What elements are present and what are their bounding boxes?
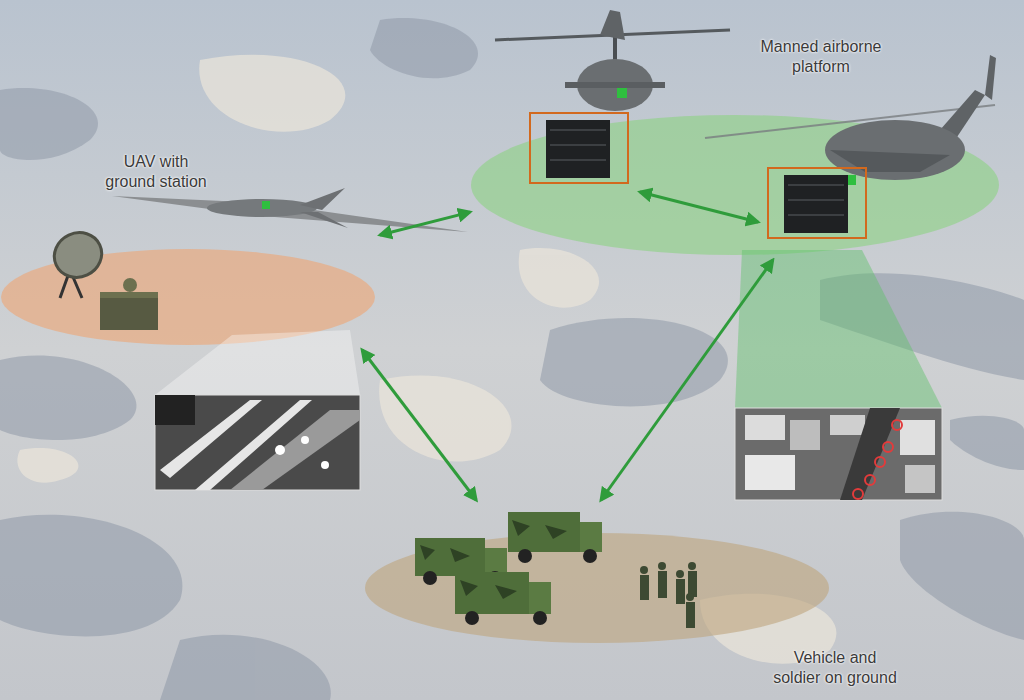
ground-station [47,225,158,330]
data-link-arrow [380,212,470,235]
zone-label: Manned airborne platform [756,37,886,77]
uav [112,188,468,232]
zone-ellipse [471,115,999,255]
zone-label: UAV with ground station [100,152,212,192]
zone-ellipse [365,533,829,643]
soldiers [640,562,697,628]
sensor-cone [155,330,360,395]
thermal-image [155,395,360,490]
terrain-shadows [0,18,1024,700]
truck [455,572,551,625]
zone-ellipse [470,35,1005,260]
sensor-cone [735,250,942,408]
truck [508,512,602,563]
radar-image [735,408,942,500]
zone-ellipse [1,249,375,345]
zone-node: UAV with ground station [0,150,380,350]
helicopter [495,10,730,111]
helicopter [705,55,996,185]
data-link-arrow [362,350,476,500]
radio-unit [768,168,866,238]
data-link-arrow [601,260,773,500]
radio-link [640,192,758,222]
truck [415,538,507,585]
zone-label: Vehicle and soldier on ground [770,648,900,688]
zone-node: Manned airborne platform [470,35,1005,260]
radio-unit [530,113,628,183]
zone-node: Vehicle and soldier on ground [365,500,905,700]
